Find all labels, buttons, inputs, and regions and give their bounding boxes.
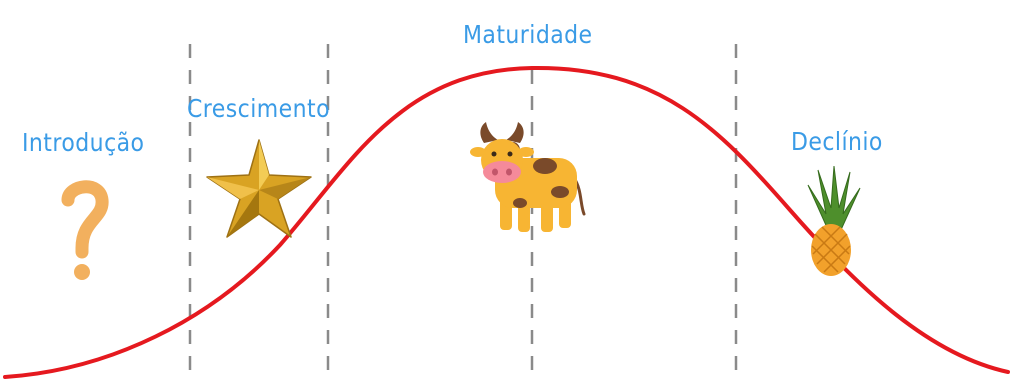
- pineapple-icon: [807, 165, 861, 276]
- stage-label-maturity: Maturidade: [463, 20, 593, 49]
- question-mark-icon: [61, 180, 109, 280]
- stage-label-growth: Crescimento: [187, 94, 330, 123]
- stage-label-introduction: Introdução: [22, 128, 145, 157]
- life-cycle-curve: [3, 65, 1010, 379]
- star-icon: [206, 139, 312, 238]
- cow-icon: [470, 122, 586, 232]
- stage-label-decline: Declínio: [791, 127, 883, 156]
